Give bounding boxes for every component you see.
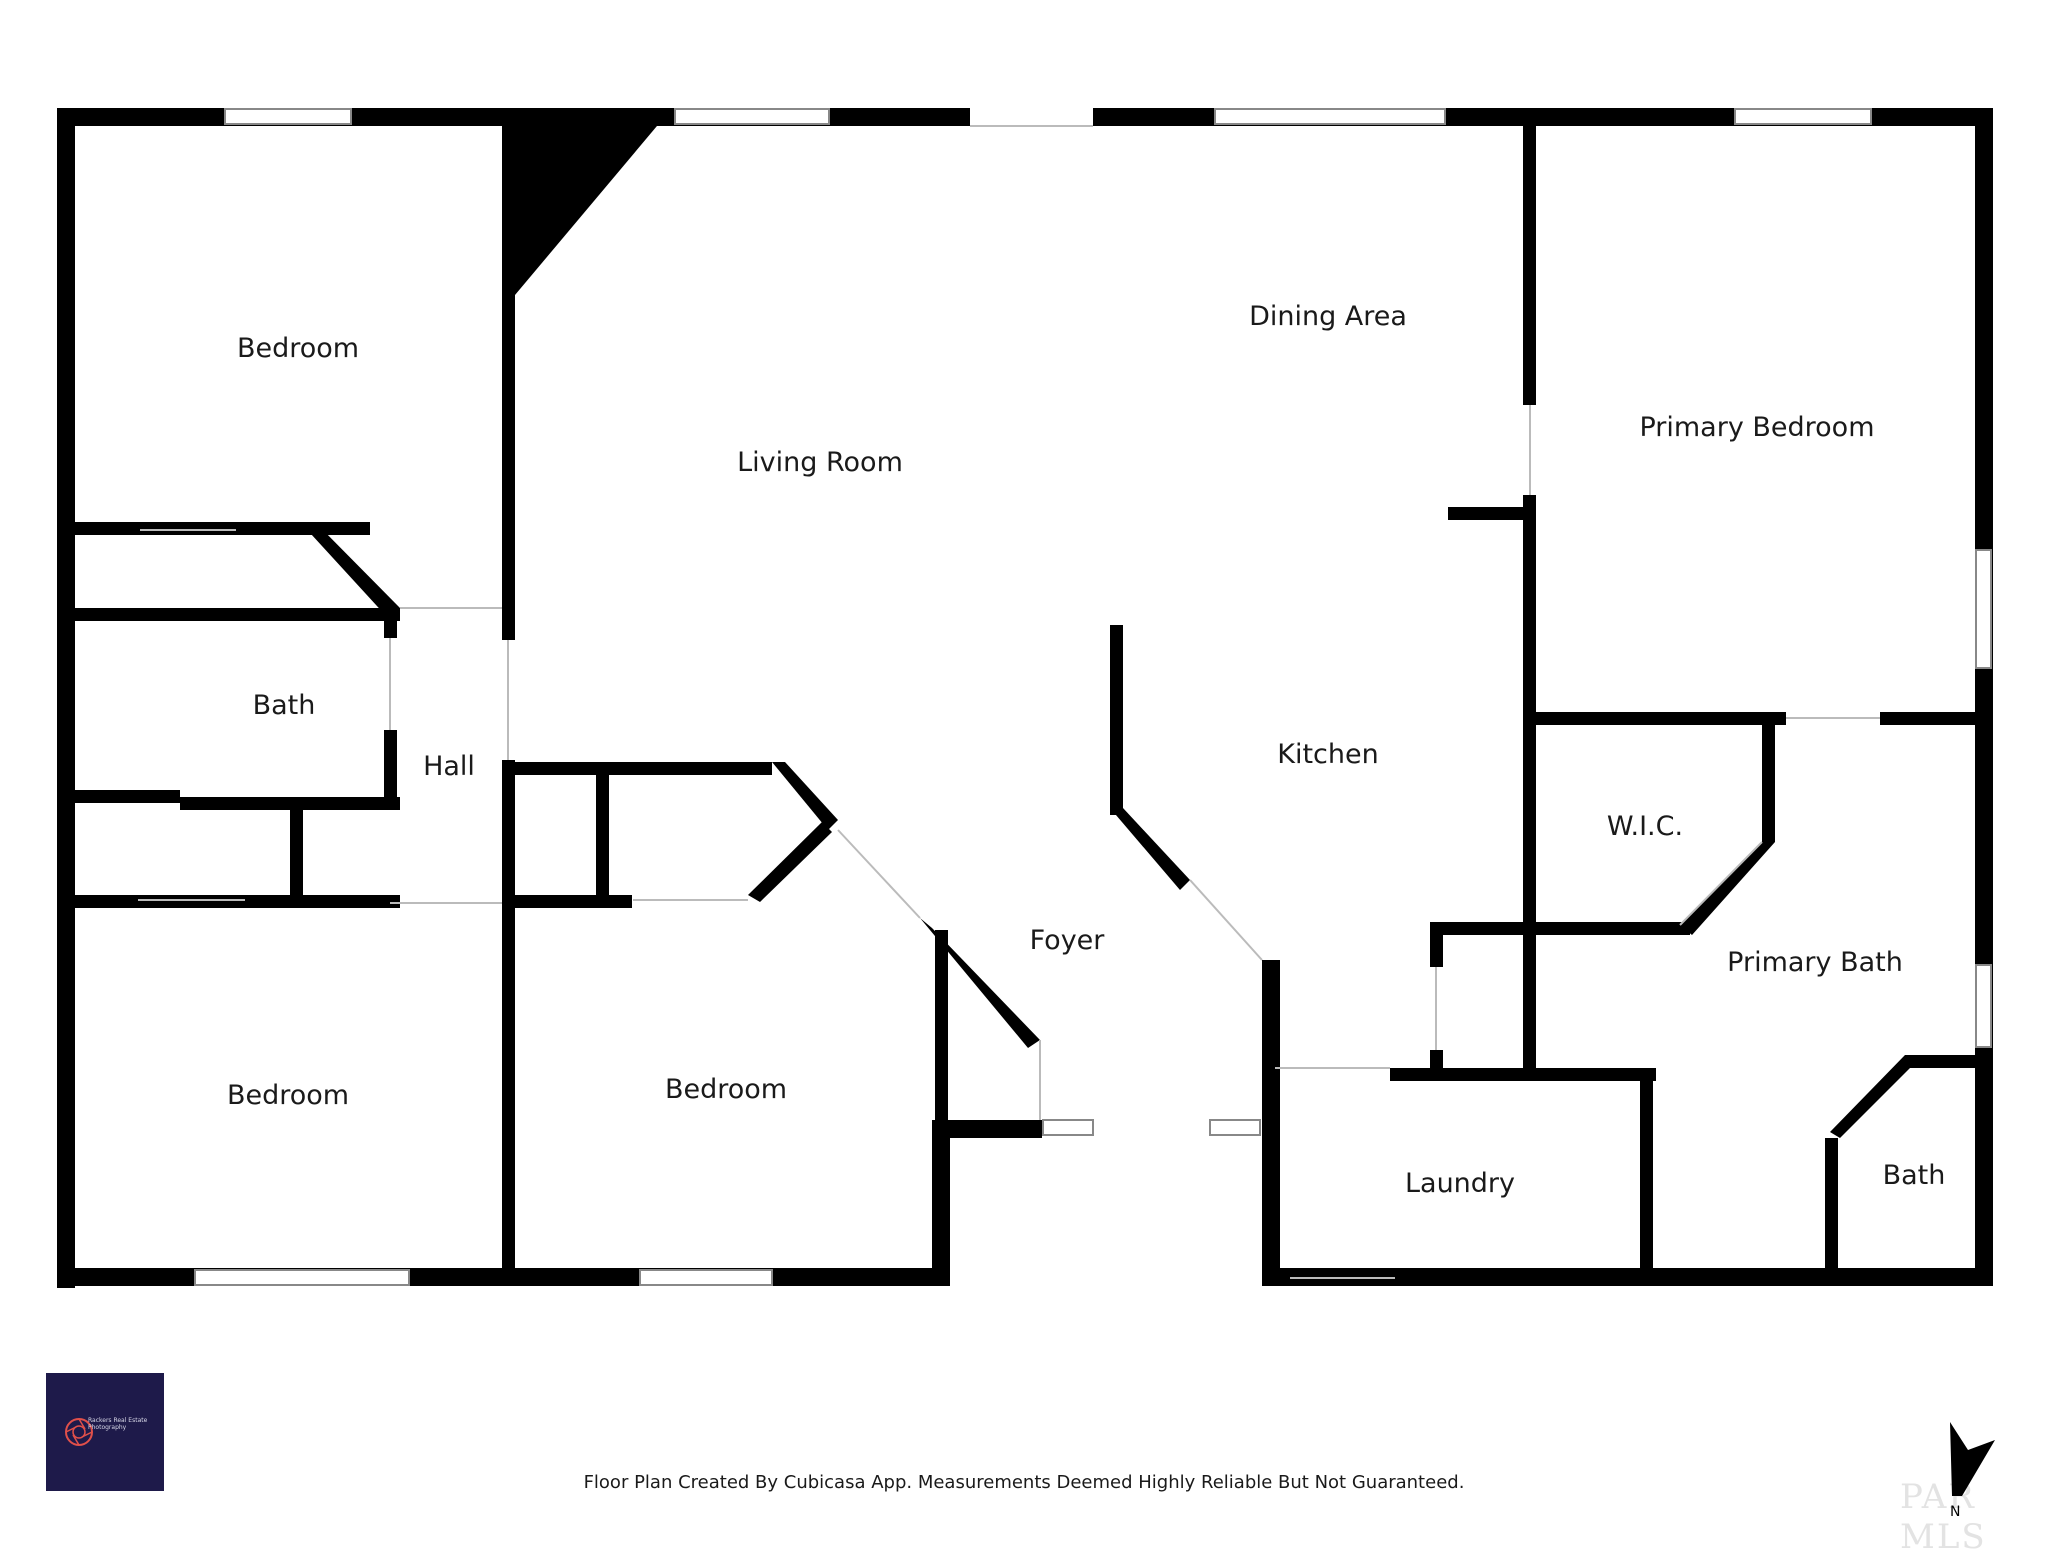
room-label-bedroom-nw: Bedroom [237,333,359,364]
room-label-bath-se: Bath [1883,1160,1946,1191]
room-label-primary-bath: Primary Bath [1727,947,1903,978]
logo-text: Rackers Real Estate Photography [88,1417,148,1431]
room-label-bath-w: Bath [253,690,316,721]
exterior-walls [57,108,1993,1288]
room-label-bedroom-sw: Bedroom [227,1080,349,1111]
room-label-bedroom-s: Bedroom [665,1074,787,1105]
door-openings [138,125,1880,1279]
photographer-logo: Rackers Real Estate Photography [46,1373,164,1491]
room-label-wic: W.I.C. [1607,811,1683,842]
footer-note: Floor Plan Created By Cubicasa App. Meas… [583,1472,1465,1493]
camera-aperture-icon [65,1418,93,1446]
north-label: N [1950,1504,1960,1518]
interior-walls [70,120,1980,1285]
room-label-kitchen: Kitchen [1277,739,1378,770]
north-arrow-icon: N [1950,1422,1995,1518]
room-label-laundry: Laundry [1405,1168,1515,1199]
room-labels: Bedroom Living Room Dining Area Primary … [227,301,1945,1199]
room-label-living-room: Living Room [737,447,903,478]
room-label-primary-bedroom: Primary Bedroom [1639,412,1874,443]
room-label-hall: Hall [423,751,475,782]
windows [194,108,1992,1286]
room-label-dining-area: Dining Area [1249,301,1407,332]
room-label-foyer: Foyer [1030,925,1106,956]
